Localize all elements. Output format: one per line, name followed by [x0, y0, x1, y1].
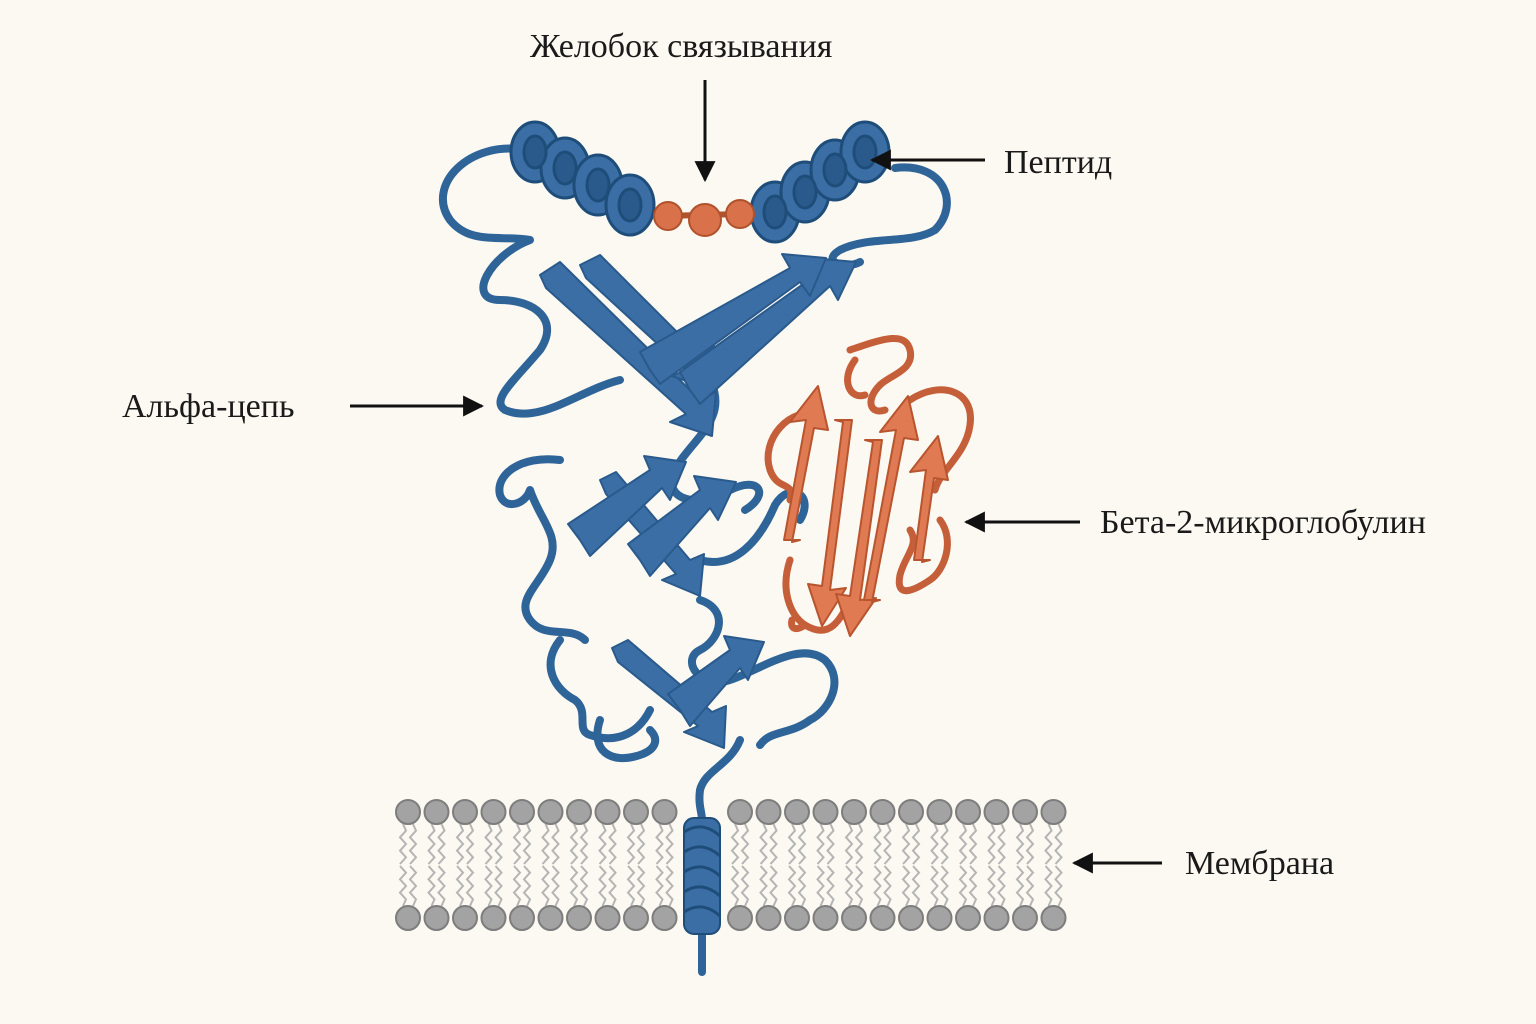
- lipid-head: [537, 905, 564, 931]
- peptide-chain: [653, 199, 755, 237]
- lipid-head: [869, 799, 896, 825]
- lipid-head: [898, 905, 924, 931]
- lipid-head: [841, 905, 867, 931]
- label-alpha-chain: Альфа-цепь: [122, 388, 295, 425]
- lipid-heads: [395, 799, 1067, 931]
- lipid-head: [955, 905, 981, 931]
- lipid-head: [784, 799, 810, 825]
- lipid-head: [537, 799, 564, 825]
- lipid-head: [812, 799, 839, 825]
- lipid-tails: [398, 823, 1063, 907]
- lipid-head: [755, 799, 782, 825]
- label-peptide: Пептид: [1004, 144, 1113, 181]
- label-arrows: [350, 80, 1162, 874]
- lipid-head: [452, 799, 478, 825]
- lipid-head: [480, 905, 507, 931]
- lipid-head: [812, 905, 839, 931]
- alpha-chain-ribbon: [439, 120, 951, 976]
- lipid-head: [480, 799, 507, 825]
- alpha-helix-right: [749, 120, 891, 244]
- lipid-head: [1040, 905, 1067, 931]
- lipid-head: [898, 799, 924, 825]
- label-membrane: Мембрана: [1185, 845, 1335, 882]
- lipid-head: [727, 799, 753, 825]
- lipid-head: [509, 905, 535, 931]
- lipid-head: [955, 799, 981, 825]
- lipid-head: [623, 799, 649, 825]
- lipid-head: [623, 905, 649, 931]
- lipid-head: [1012, 905, 1038, 931]
- alpha-helix-left: [509, 120, 656, 237]
- label-beta2-microglobulin: Бета-2-микроглобулин: [1100, 504, 1426, 541]
- lipid-head: [651, 799, 678, 825]
- lipid-head: [926, 799, 953, 825]
- lipid-head: [509, 799, 535, 825]
- lipid-head: [755, 905, 782, 931]
- lipid-head: [841, 799, 867, 825]
- lipid-head: [423, 799, 450, 825]
- alpha-chain-beta-strands: [539, 253, 857, 749]
- lipid-head: [983, 905, 1010, 931]
- lipid-head: [1012, 799, 1038, 825]
- beta2-microglobulin-ribbon: [764, 334, 974, 637]
- transmembrane-helix: [683, 817, 721, 935]
- lipid-head: [651, 905, 678, 931]
- lipid-head: [869, 905, 896, 931]
- lipid-head: [566, 905, 592, 931]
- lipid-head: [566, 799, 592, 825]
- lipid-head: [926, 905, 953, 931]
- lipid-head: [452, 905, 478, 931]
- lipid-head: [594, 905, 621, 931]
- lipid-head: [395, 799, 421, 825]
- lipid-head: [594, 799, 621, 825]
- lipid-head: [1040, 799, 1067, 825]
- lipid-head: [423, 905, 450, 931]
- label-binding-groove: Желобок связывания: [530, 28, 833, 65]
- lipid-head: [983, 799, 1010, 825]
- lipid-head: [727, 905, 753, 931]
- membrane-bilayer: [395, 799, 1067, 931]
- lipid-head: [784, 905, 810, 931]
- lipid-head: [395, 905, 421, 931]
